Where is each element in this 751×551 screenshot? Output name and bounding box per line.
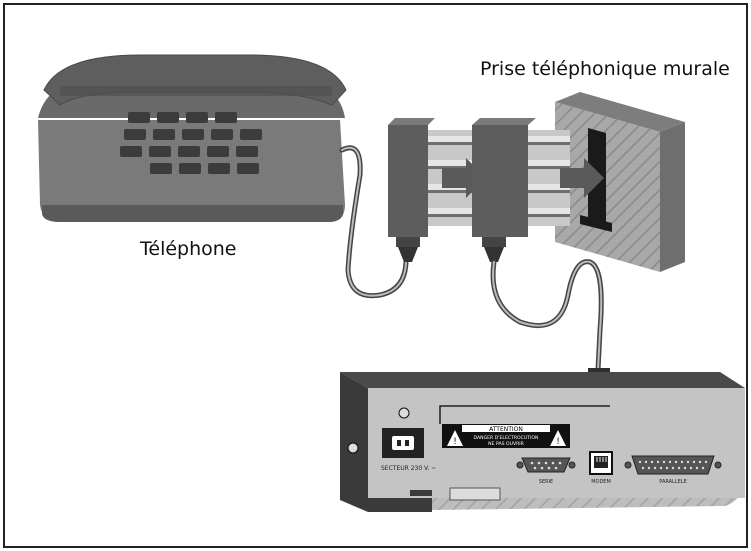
adapter-1 <box>388 118 435 262</box>
warning-title: ATTENTION <box>489 426 523 433</box>
outer-frame <box>3 3 748 548</box>
parallel-label: PARALLELE <box>659 479 686 485</box>
wall-socket <box>555 92 685 272</box>
serial-port: SERIE <box>516 457 576 485</box>
warning-triangle-icon <box>447 430 463 446</box>
screw-icon <box>347 442 359 454</box>
warning-triangle-icon <box>550 430 566 446</box>
adapter-pins-2 <box>528 130 570 226</box>
serial-label: SERIE <box>539 479 553 485</box>
power-label: SECTEUR 230 V. ~ <box>381 465 436 472</box>
plug-arrow-2 <box>560 158 604 198</box>
telephone-illustration <box>38 54 347 222</box>
wall-socket-label: Prise téléphonique murale <box>480 58 730 80</box>
telephone-label: Téléphone <box>140 238 237 260</box>
warning-line2: NE PAS OUVRIR <box>488 441 524 447</box>
warning-line1: DANGER D'ELECTROCUTION <box>474 435 539 441</box>
svg-text:!: ! <box>556 437 560 447</box>
svg-text:!: ! <box>453 437 457 447</box>
modem-port: MODEM <box>589 451 613 485</box>
adapter-2 <box>472 118 536 262</box>
parallel-port: PARALLELE <box>624 455 722 485</box>
device-rear-panel: SECTEUR 230 V. ~ ATTENTION DANGER D'ELEC… <box>340 372 745 512</box>
warning-label: ATTENTION DANGER D'ELECTROCUTION NE PAS … <box>442 424 570 448</box>
modem-label: MODEM <box>591 479 611 485</box>
